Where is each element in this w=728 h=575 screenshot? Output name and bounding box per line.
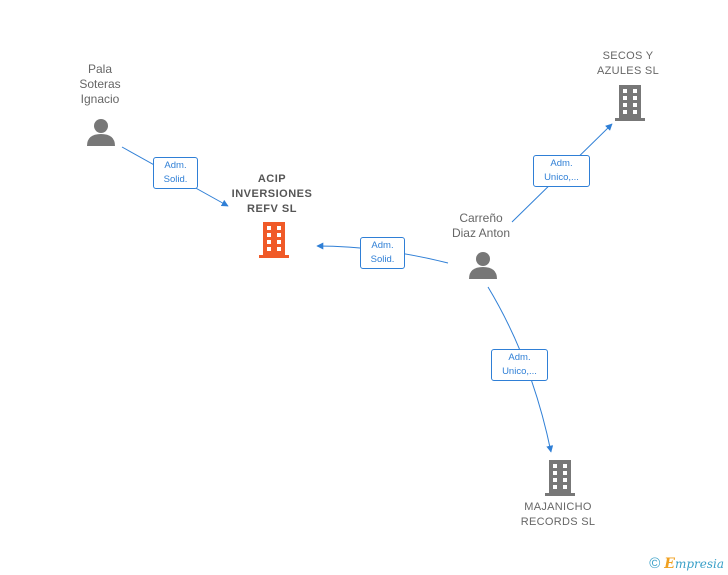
building-icon[interactable]	[614, 85, 646, 121]
edge-label-carreno-acip[interactable]: Adm. Solid.	[360, 237, 405, 269]
company-label-majanicho[interactable]: MAJANICHO RECORDS SL	[520, 501, 596, 528]
building-icon[interactable]	[544, 460, 576, 496]
person-label-carreno[interactable]: Carreño Diaz Anton	[451, 211, 511, 240]
company-label-acip[interactable]: ACIP INVERSIONES REFV SL	[231, 173, 313, 215]
person-label-pala[interactable]: Pala Soteras Ignacio	[79, 62, 121, 106]
brand-logo: Empresia	[664, 556, 724, 572]
copyright-icon: ©	[649, 555, 661, 572]
edge-label-carreno-secos[interactable]: Adm. Unico,...	[533, 155, 590, 187]
edge-label-carreno-majanicho[interactable]: Adm. Unico,...	[491, 349, 548, 381]
person-icon[interactable]	[86, 117, 116, 147]
edge-label-pala-acip[interactable]: Adm. Solid.	[153, 157, 198, 189]
brand-footer[interactable]: ©Empresia	[649, 555, 724, 572]
company-label-secos[interactable]: SECOS Y AZULES SL	[596, 50, 659, 77]
building-icon[interactable]	[258, 222, 290, 258]
person-icon[interactable]	[468, 250, 498, 280]
